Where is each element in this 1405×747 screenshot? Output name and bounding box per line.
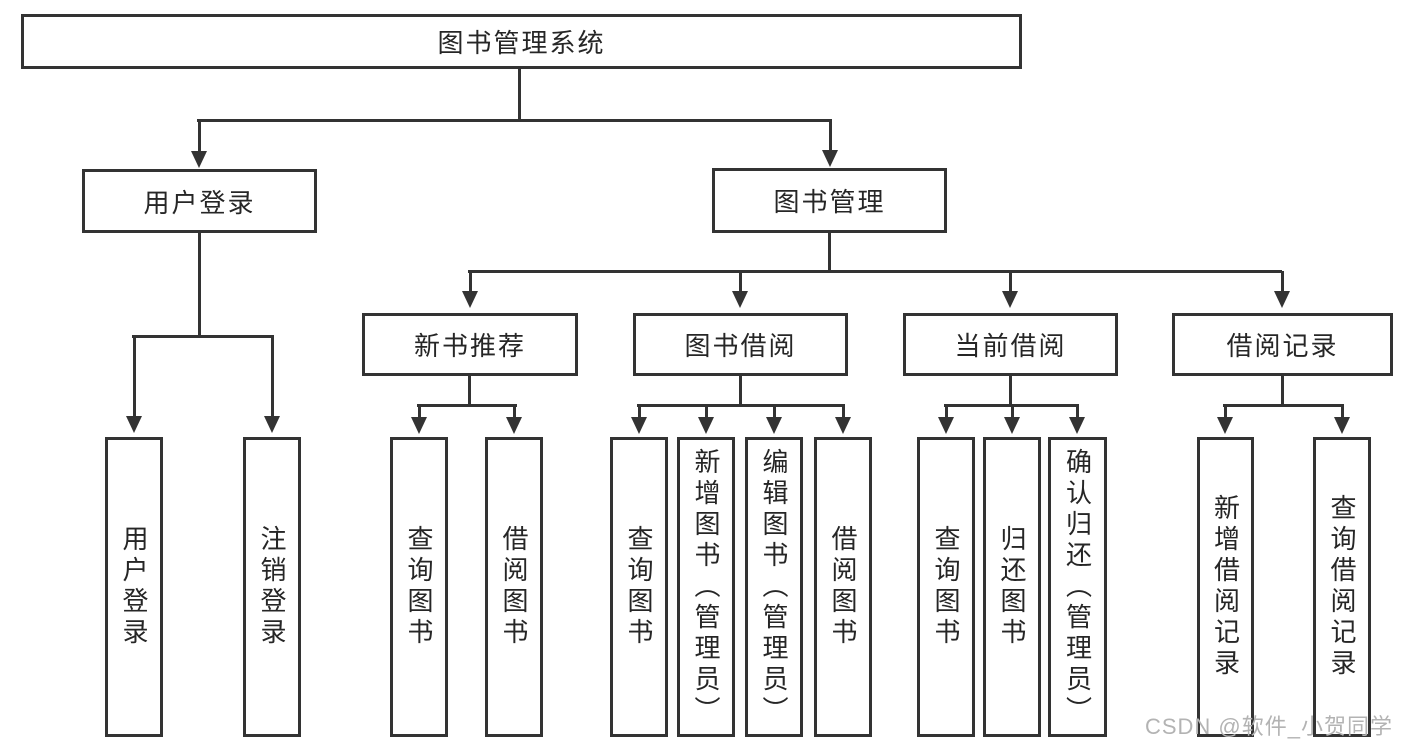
arrow-down-icon bbox=[1002, 291, 1018, 308]
node-label: 用户登录 bbox=[143, 187, 256, 218]
node-new-book-rec: 新书推荐 bbox=[362, 313, 578, 376]
connector-arrow-line bbox=[1340, 405, 1344, 418]
connector-line bbox=[518, 69, 521, 119]
arrow-down-icon bbox=[506, 417, 522, 434]
arrow-down-icon bbox=[411, 417, 427, 434]
connector-arrow-line bbox=[132, 336, 136, 417]
arrow-down-icon bbox=[462, 291, 478, 308]
node-add-borrow-record: 新增借阅记录 bbox=[1197, 437, 1254, 737]
connector-arrow-line bbox=[1075, 405, 1079, 418]
node-label: 查询借阅记录 bbox=[1327, 494, 1357, 680]
arrow-down-icon bbox=[1004, 417, 1020, 434]
node-label: 图书管理 bbox=[773, 187, 886, 217]
connector-line bbox=[1009, 376, 1012, 406]
node-user-login: 用户登录 bbox=[82, 169, 317, 233]
node-add-book: 新增图书（管理员） bbox=[677, 437, 735, 737]
csdn-watermark: CSDN @软件_小贺同学 bbox=[1144, 714, 1393, 739]
connector-arrow-line bbox=[1010, 405, 1014, 418]
connector-line bbox=[468, 376, 471, 406]
node-label: 新书推荐 bbox=[413, 331, 526, 361]
connector-arrow-line bbox=[512, 405, 516, 418]
node-borrow-book-2: 借阅图书 bbox=[814, 437, 872, 737]
arrow-down-icon bbox=[1217, 417, 1233, 434]
arrow-down-icon bbox=[835, 417, 851, 434]
node-book-mgmt: 图书管理 bbox=[712, 168, 947, 233]
connector-line bbox=[1223, 404, 1344, 407]
connector-arrow-line bbox=[1008, 271, 1012, 292]
node-label: 查询图书 bbox=[624, 525, 654, 649]
connector-line bbox=[828, 233, 831, 271]
node-label: 用户登录 bbox=[119, 525, 149, 649]
arrow-down-icon bbox=[1274, 291, 1290, 308]
node-label: 图书管理系统 bbox=[437, 28, 606, 58]
connector-arrow-line bbox=[468, 271, 472, 292]
connector-arrow-line bbox=[828, 119, 832, 151]
connector-arrow-line bbox=[841, 405, 845, 418]
arrow-down-icon bbox=[766, 417, 782, 434]
node-query-borrow-record: 查询借阅记录 bbox=[1313, 437, 1371, 737]
connector-arrow-line bbox=[637, 405, 641, 418]
node-confirm-return: 确认归还（管理员） bbox=[1048, 437, 1107, 737]
arrow-down-icon bbox=[1069, 417, 1085, 434]
connector-line bbox=[417, 404, 517, 407]
arrow-down-icon bbox=[822, 150, 838, 167]
node-logout-leaf: 注销登录 bbox=[243, 437, 301, 737]
node-user-login-leaf: 用户登录 bbox=[105, 437, 163, 737]
connector-line bbox=[739, 376, 742, 406]
arrow-down-icon bbox=[732, 291, 748, 308]
node-label: 当前借阅 bbox=[954, 331, 1067, 361]
node-label: 归还图书 bbox=[997, 525, 1027, 649]
node-edit-book: 编辑图书（管理员） bbox=[745, 437, 803, 737]
connector-line bbox=[198, 233, 201, 337]
node-label: 新增图书（管理员） bbox=[691, 447, 721, 727]
node-label: 查询图书 bbox=[404, 525, 434, 649]
arrow-down-icon bbox=[191, 151, 207, 168]
connector-arrow-line bbox=[1280, 271, 1284, 292]
connector-arrow-line bbox=[704, 405, 708, 418]
connector-line bbox=[637, 404, 845, 407]
node-borrow-record: 借阅记录 bbox=[1172, 313, 1393, 376]
connector-arrow-line bbox=[738, 271, 742, 292]
connector-line bbox=[197, 119, 831, 122]
node-label: 注销登录 bbox=[257, 525, 287, 649]
arrow-down-icon bbox=[264, 416, 280, 433]
arrow-down-icon bbox=[1334, 417, 1350, 434]
node-query-book-3: 查询图书 bbox=[917, 437, 975, 737]
connector-arrow-line bbox=[944, 405, 948, 418]
node-query-book-1: 查询图书 bbox=[390, 437, 448, 737]
node-borrow-book-1: 借阅图书 bbox=[485, 437, 543, 737]
arrow-down-icon bbox=[938, 417, 954, 434]
arrow-down-icon bbox=[126, 416, 142, 433]
connector-line bbox=[1281, 376, 1284, 406]
connector-line bbox=[468, 270, 1282, 273]
node-label: 新增借阅记录 bbox=[1210, 494, 1241, 680]
connector-arrow-line bbox=[270, 336, 274, 417]
connector-arrow-line bbox=[197, 119, 201, 152]
connector-line bbox=[132, 335, 274, 338]
node-label: 借阅记录 bbox=[1226, 331, 1339, 361]
node-label: 编辑图书（管理员） bbox=[759, 447, 789, 727]
arrow-down-icon bbox=[631, 417, 647, 434]
node-label: 借阅图书 bbox=[499, 525, 529, 649]
node-return-book: 归还图书 bbox=[983, 437, 1041, 737]
node-label: 图书借阅 bbox=[684, 331, 797, 361]
node-label: 查询图书 bbox=[931, 525, 961, 649]
node-current-borrow: 当前借阅 bbox=[903, 313, 1118, 376]
arrow-down-icon bbox=[698, 417, 714, 434]
node-book-borrow: 图书借阅 bbox=[633, 313, 848, 376]
node-label: 借阅图书 bbox=[828, 525, 858, 649]
connector-arrow-line bbox=[772, 405, 776, 418]
connector-arrow-line bbox=[1223, 405, 1227, 418]
node-label: 确认归还（管理员） bbox=[1062, 447, 1093, 727]
node-root: 图书管理系统 bbox=[21, 14, 1022, 69]
node-query-book-2: 查询图书 bbox=[610, 437, 668, 737]
connector-arrow-line bbox=[417, 405, 421, 418]
